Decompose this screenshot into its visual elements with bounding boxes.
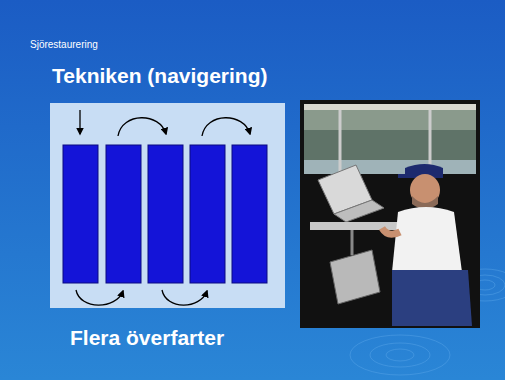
navigation-panel [50, 103, 285, 308]
survey-photo [300, 100, 480, 328]
section-header: Sjörestaurering [30, 39, 98, 50]
transect-bars [63, 145, 267, 283]
slide-title: Tekniken (navigering) [52, 64, 268, 88]
slide-caption: Flera överfarter [70, 326, 224, 350]
route-arrows [76, 110, 250, 305]
